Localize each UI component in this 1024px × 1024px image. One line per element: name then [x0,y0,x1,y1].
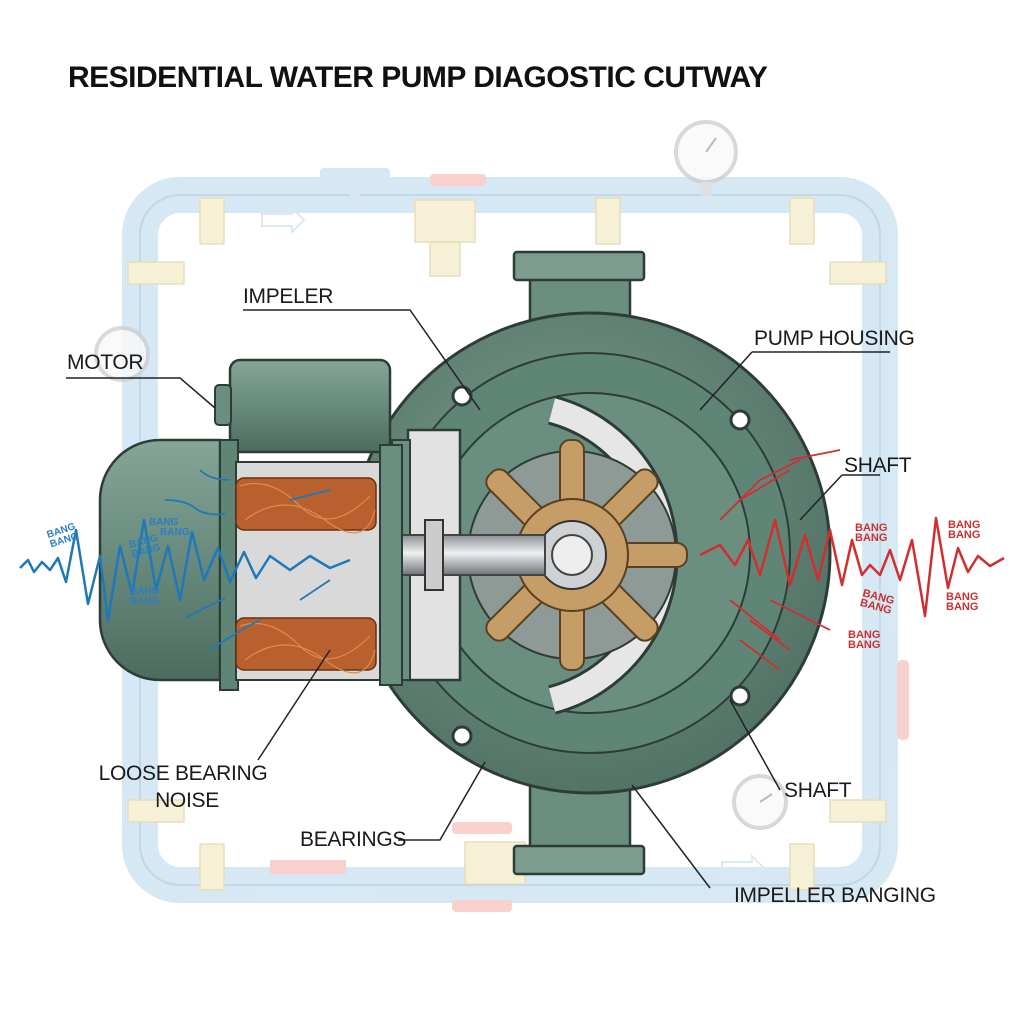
page-title: RESIDENTIAL WATER PUMP DIAGOSTIC CUTWAY [68,61,768,94]
label-pump-housing: PUMP HOUSING [754,327,915,350]
impeller [456,439,688,671]
label-shaft-bottom: SHAFT [784,779,852,802]
svg-text:BANGBANG: BANGBANG [46,521,81,550]
label-impeler: IMPELER [243,285,333,308]
svg-text:BANGBANG: BANGBANG [855,522,887,544]
pressure-gauge-icon [674,120,738,196]
svg-text:BANGBANG: BANGBANG [948,519,980,541]
label-shaft-top: SHAFT [844,454,912,477]
svg-text:BANGBANG: BANGBANG [149,517,190,538]
copper-winding [235,477,377,671]
svg-text:BANGBANG: BANGBANG [946,591,978,613]
label-motor: MOTOR [67,351,143,374]
leader-lines [66,309,890,889]
impeller-noise-wave [699,449,1005,671]
pressure-gauge-icon [732,774,788,830]
motor [98,358,403,691]
bearing-noise-wave [19,469,351,651]
svg-text:BANGBANG: BANGBANG [848,629,880,651]
label-bearings: BEARINGS [300,828,406,851]
svg-text:BANGBANG: BANGBANG [130,586,160,607]
pressure-gauge-icon [94,326,150,382]
label-impeller-banging: IMPELLER BANGING [734,884,936,907]
